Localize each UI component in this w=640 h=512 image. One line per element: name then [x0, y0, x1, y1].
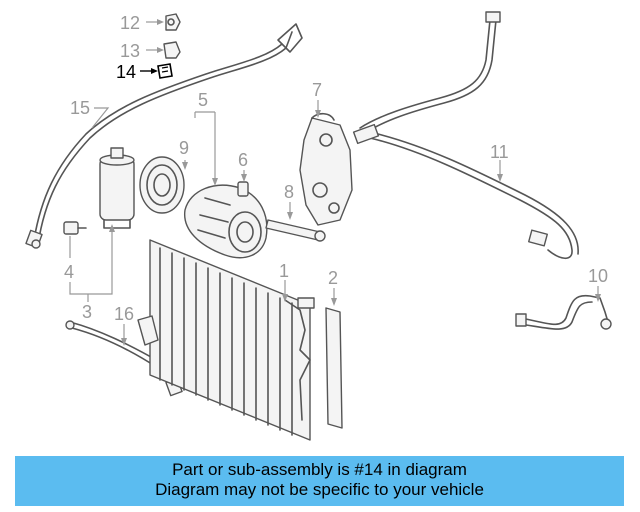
compressor-5-drawing — [184, 184, 268, 259]
label-6: 6 — [238, 150, 248, 170]
label-14: 14 — [116, 62, 136, 82]
label-16: 16 — [114, 304, 134, 324]
switch-4-drawing — [63, 221, 87, 235]
label-13: 13 — [120, 41, 140, 61]
leader-lines — [69, 19, 601, 346]
bracket-7-drawing — [299, 112, 353, 226]
bolt-8-drawing — [265, 219, 326, 242]
hose-15-drawing — [25, 23, 303, 249]
parts-diagram: 12 13 14 15 5 9 6 7 8 11 10 1 2 4 3 16 — [25, 11, 612, 441]
label-7: 7 — [312, 80, 322, 100]
label-10: 10 — [588, 266, 608, 286]
label-12: 12 — [120, 13, 140, 33]
label-15: 15 — [70, 98, 90, 118]
clutch-9-drawing — [139, 156, 185, 214]
hose-10-drawing — [515, 294, 612, 330]
label-4: 4 — [64, 262, 74, 282]
hose-11-drawing — [352, 11, 579, 260]
receiver-drier-drawing — [99, 147, 135, 229]
label-11: 11 — [490, 142, 509, 162]
banner-line-2: Diagram may not be specific to your vehi… — [155, 480, 484, 499]
part-14-drawing — [157, 63, 173, 79]
banner-line-1: Part or sub-assembly is #14 in diagram — [172, 460, 467, 479]
strip-2-drawing — [325, 307, 343, 429]
condenser-1-drawing — [137, 239, 315, 441]
part-13-drawing — [163, 41, 181, 59]
label-5: 5 — [198, 90, 208, 110]
label-9: 9 — [179, 138, 189, 158]
label-3: 3 — [82, 302, 92, 322]
part-12-drawing — [165, 13, 181, 31]
label-8: 8 — [284, 182, 294, 202]
fitting-6-drawing — [237, 181, 249, 197]
info-banner: Part or sub-assembly is #14 in diagram D… — [15, 456, 624, 506]
label-1: 1 — [279, 261, 289, 281]
label-2: 2 — [328, 268, 338, 288]
